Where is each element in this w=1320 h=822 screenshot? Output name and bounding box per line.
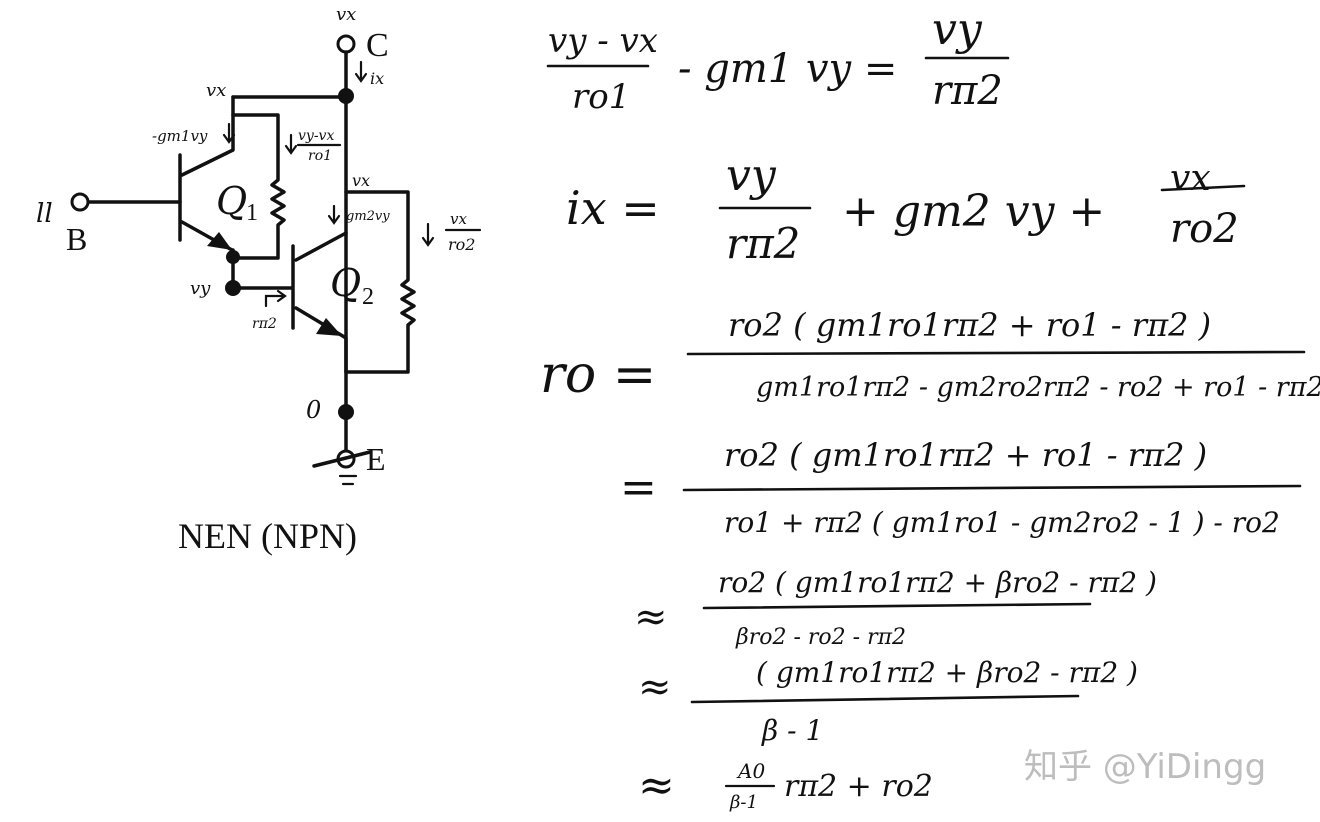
q2-collector bbox=[294, 231, 348, 262]
terminal-c-label: C bbox=[366, 27, 389, 64]
vx-mid-label: vx bbox=[352, 171, 370, 190]
gm1vy-label: -gm1vy bbox=[152, 127, 208, 145]
eq1-rhs-den: rπ2 bbox=[932, 68, 1003, 114]
q1-label: Q bbox=[216, 179, 247, 223]
eq7-rest: rπ2 + ro2 bbox=[784, 769, 933, 804]
eq2-lhs: ix = bbox=[566, 181, 660, 235]
q2-emitter bbox=[294, 306, 348, 374]
eq6-lhs: ≈ bbox=[638, 664, 672, 710]
eq7-frac-den: β-1 bbox=[729, 792, 758, 813]
terminal-e-label: E bbox=[366, 441, 386, 477]
base-terminal bbox=[70, 192, 90, 212]
eq3-den: gm1ro1rπ2 - gm2ro2rπ2 - ro2 + ro1 - rπ2 bbox=[756, 372, 1320, 403]
terminal-b-label: B bbox=[66, 221, 87, 257]
ro1-current-num: vy-vx bbox=[298, 128, 334, 144]
gm2vy-arrow bbox=[327, 204, 341, 225]
ix-label: ix bbox=[370, 69, 384, 88]
eq4-lhs: = bbox=[620, 462, 657, 513]
q2-label: Q bbox=[330, 261, 361, 305]
node-emitter1 bbox=[226, 250, 240, 264]
collector-terminal bbox=[336, 34, 356, 54]
eq3-num: ro2 ( gm1ro1rπ2 + ro1 - rπ2 ) bbox=[728, 306, 1211, 344]
q1-sub: 1 bbox=[246, 200, 258, 226]
gm1vy-arrow bbox=[222, 122, 236, 144]
ground-icon bbox=[338, 474, 358, 486]
ro2-current-den: ro2 bbox=[448, 235, 475, 254]
ro1-current-den: ro1 bbox=[308, 148, 332, 164]
q2-emitter-arrow bbox=[316, 318, 342, 336]
rpi2-label: rπ2 bbox=[252, 316, 277, 332]
node-vy bbox=[225, 280, 241, 296]
eq2-t1-num: vy bbox=[726, 150, 777, 201]
ro2-resistor bbox=[344, 190, 416, 374]
ground-strike bbox=[312, 450, 372, 468]
equations: vy - vx ro1 - gm1 vy = vy rπ2 ix = vy rπ… bbox=[540, 4, 1320, 813]
eq4-den: ro1 + rπ2 ( gm1ro1 - gm2ro2 - 1 ) - ro2 bbox=[724, 506, 1280, 539]
watermark: 知乎 @YiDingg bbox=[1024, 747, 1266, 787]
eq1-lhs-num: vy - vx bbox=[548, 21, 658, 61]
vx-top-label: vx bbox=[336, 4, 356, 25]
eq7-lhs: ≈ bbox=[638, 760, 675, 811]
ix-arrow bbox=[354, 60, 368, 83]
zero-label: 0 bbox=[306, 396, 321, 424]
eq1-mid: - gm1 vy = bbox=[678, 46, 897, 92]
ro2-current-num: vx bbox=[450, 210, 467, 228]
ro2-current-arrow bbox=[421, 222, 435, 247]
circuit: C vx ix vx -gm1vy vy-vx ro1 B ll Q 1 bbox=[36, 4, 482, 556]
gm2vy-label: gm2vy bbox=[346, 209, 390, 224]
eq1-rhs-num: vy bbox=[932, 4, 983, 55]
eq2-t3-den: ro2 bbox=[1170, 206, 1239, 252]
vy-label: vy bbox=[190, 278, 211, 299]
ro1-current-arrow bbox=[284, 133, 298, 155]
eq3-lhs: ro = bbox=[540, 345, 656, 405]
vy-wire bbox=[231, 248, 294, 290]
rpi2-arrow bbox=[264, 289, 287, 308]
vx-node-label: vx bbox=[206, 80, 226, 101]
eq2-mid: + gm2 vy + bbox=[842, 186, 1105, 237]
circuit-title: NEN (NPN) bbox=[178, 516, 357, 556]
eq7-frac-num: A0 bbox=[736, 759, 765, 783]
eq1-lhs-den: ro1 bbox=[572, 77, 630, 117]
ro1-resistor bbox=[231, 113, 286, 260]
eq6-den: β - 1 bbox=[761, 714, 823, 747]
q1-emitter-arrow bbox=[207, 232, 232, 250]
eq5-lhs: ≈ bbox=[634, 594, 668, 640]
eq4-num: ro2 ( gm1ro1rπ2 + ro1 - rπ2 ) bbox=[724, 436, 1207, 474]
q2-sub: 2 bbox=[362, 284, 374, 310]
eq6-num: ( gm1ro1rπ2 + βro2 - rπ2 ) bbox=[756, 656, 1138, 689]
eq2-t3-num: vx bbox=[1170, 158, 1211, 199]
eq5-num: ro2 ( gm1ro1rπ2 + βro2 - rπ2 ) bbox=[718, 566, 1157, 599]
eq2-t1-den: rπ2 bbox=[726, 219, 800, 268]
base-mark: ll bbox=[36, 199, 53, 229]
eq5-den: βro2 - ro2 - rπ2 bbox=[735, 625, 906, 650]
